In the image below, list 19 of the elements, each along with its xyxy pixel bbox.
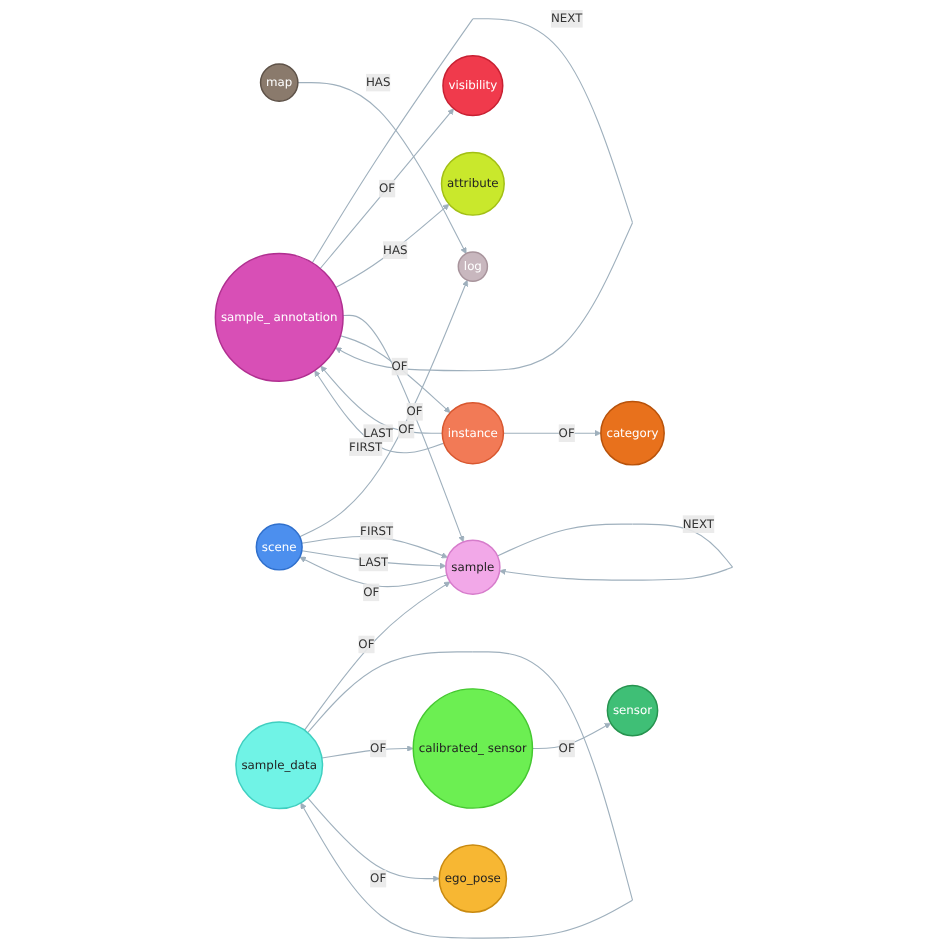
arrow: [299, 556, 448, 588]
arrow: [502, 429, 602, 437]
arrow: [300, 651, 634, 939]
arrow: [335, 203, 450, 288]
arrow: [531, 722, 611, 750]
arrow: [299, 279, 469, 538]
arrow: [301, 550, 447, 570]
arrow: [320, 365, 443, 434]
arrow: [304, 581, 451, 731]
arrow: [321, 745, 414, 759]
arrow: [307, 797, 440, 882]
arrow: [297, 82, 467, 254]
arrow: [311, 18, 634, 372]
arrow: [319, 108, 454, 270]
arrow: [301, 535, 448, 559]
arrow: [496, 523, 734, 581]
arrow: [339, 335, 451, 413]
arrow: [314, 370, 445, 454]
arrow: [342, 314, 465, 543]
